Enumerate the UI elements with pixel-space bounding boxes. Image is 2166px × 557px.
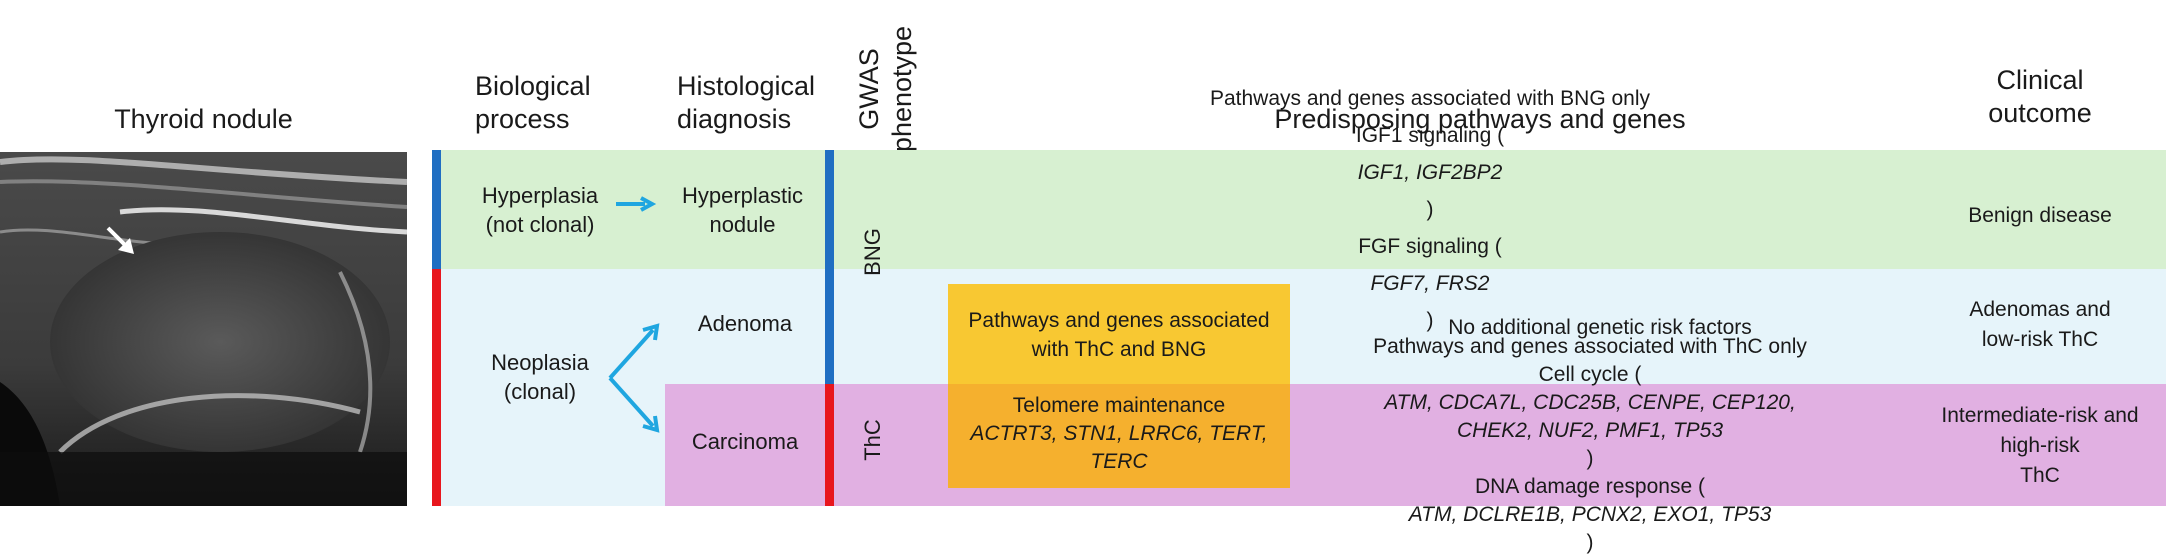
no-additional-text: No additional genetic risk factors [1448, 315, 1752, 339]
thc-band [665, 384, 2166, 506]
hyperplasia-label: Hyperplasia(not clonal) [481, 183, 599, 237]
outcome-benign: Benign disease [1968, 203, 2112, 227]
thc-pathways-text: Pathways and genes associated with ThC o… [1373, 335, 1807, 554]
hyperplasia-arrow-icon [616, 196, 657, 212]
gwas-thc-bar [825, 384, 834, 506]
shared-pathways-box [948, 284, 1290, 384]
arrows [608, 196, 660, 433]
bng-band [440, 150, 2166, 269]
neoplasia-fork-arrow-icon [608, 323, 660, 433]
bng-pathways-text: Pathways and genes associated with BNG o… [1209, 86, 1651, 332]
neoplasia-label: Neoplasia(clonal) [491, 350, 589, 404]
telomere-box [948, 384, 1290, 488]
adenoma-label: Adenoma [697, 310, 793, 336]
arrow-indicator-icon [106, 226, 134, 254]
gwas-bng-bar [825, 150, 834, 384]
carcinoma-label: Carcinoma [691, 428, 799, 454]
thc-left-bar [432, 269, 441, 506]
telomere-text: Telomere maintenance ACTRT3, STN1, LRRC6… [970, 394, 1268, 473]
header-thyroid-nodule: Thyroid nodule [114, 104, 293, 134]
header-pathways: Predisposing pathways and genes [1274, 104, 1686, 134]
gwas-thc-label: ThC [860, 419, 885, 461]
ultrasound-image [0, 152, 407, 506]
bng-left-bar [432, 150, 441, 269]
gwas-bng-label: BNG [860, 228, 885, 276]
